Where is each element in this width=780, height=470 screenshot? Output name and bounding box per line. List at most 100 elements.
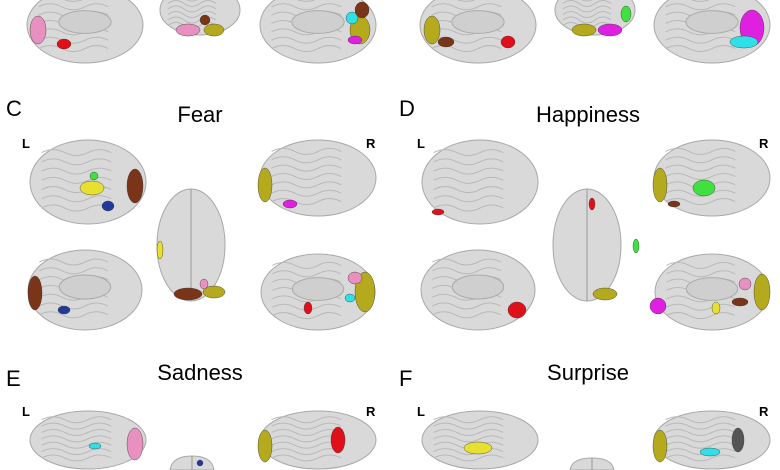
sulcus-line [271,435,342,443]
sulcus-line [432,267,502,275]
sulcus-line [433,158,504,166]
activation-region [101,200,115,212]
panel-title: Happiness [536,102,640,127]
activation-region [729,35,759,49]
sulcus-line [665,416,736,424]
panel-d: D Happiness L R [393,96,780,356]
activation-region [571,23,597,37]
activation-region [699,447,721,457]
sulcus-line [271,422,342,430]
activation-region [29,15,47,45]
activation-region [89,171,99,181]
activation-region [175,23,201,37]
sulcus-line [432,311,502,319]
activation-region [196,459,204,467]
activation-region [203,23,225,37]
sulcus-line [562,5,612,13]
activation-region [345,11,359,25]
activation-region [344,293,356,303]
sulcus-line [433,454,504,462]
sulcus-line [271,147,342,155]
sulcus-line [271,45,342,53]
sulcus-line [41,435,112,443]
sulcus-line [433,416,504,424]
right-hemisphere-label: R [366,136,376,151]
medial-wall [451,10,505,34]
activation-region [27,275,43,311]
sulcus-line [272,312,342,320]
sulcus-line [665,3,736,11]
activation-region [652,167,668,203]
sulcus-line [457,0,476,2]
activation-region [330,426,346,454]
sulcus-line [38,36,109,44]
panel-title: Sadness [157,360,243,385]
sulcus-line [271,428,342,436]
panel-title: Fear [177,102,223,127]
panel-letter: F [399,366,413,391]
sulcus-line [665,36,736,44]
panel-title: Surprise [547,360,629,385]
activation-region [354,1,370,19]
sulcus-line [666,303,736,311]
panel-f: F Surprise L R [393,358,780,470]
activation-region [431,208,445,216]
sulcus-line [38,3,109,11]
sulcus-line [665,448,736,456]
left-hemisphere-label: L [417,404,425,419]
sulcus-line [665,147,736,155]
activation-region [199,14,211,26]
sulcus-line [665,441,736,449]
sulcus-line [41,167,112,175]
activation-region [88,442,102,450]
sulcus-line [431,3,502,11]
sulcus-line [665,422,736,430]
sulcus-line [432,258,502,266]
sulcus-line [41,195,112,203]
sulcus-line [433,149,504,157]
activation-region [173,287,203,301]
sulcus-line [167,0,217,7]
activation-region [79,180,105,196]
sulcus-line [186,0,198,2]
activation-region [57,305,71,315]
sulcus-line [167,5,217,13]
brain-hemisphere [29,410,147,470]
activation-region [437,36,455,48]
activation-region [423,15,441,45]
panel-letter: C [6,96,22,121]
activation-region [731,427,745,453]
activation-region [463,441,493,455]
activation-region [507,301,527,319]
sulcus-line [581,0,593,2]
activation-region [592,287,618,301]
activation-region [303,301,313,315]
sulcus-line [41,454,112,462]
activation-region [126,168,144,204]
sulcus-line [271,36,342,44]
sulcus-line [433,428,504,436]
left-hemisphere-label: L [417,136,425,151]
activation-region [588,197,596,211]
sulcus-line [271,181,342,189]
panel-letter: E [6,366,21,391]
activation-region [257,429,273,463]
sulcus-line [433,186,504,194]
sulcus-line [665,164,736,172]
sulcus-line [41,422,112,430]
sulcus-line [39,267,109,275]
sulcus-line [433,204,504,212]
sulcus-line [666,312,736,320]
sulcus-line [432,302,502,310]
activation-region [126,427,144,461]
sulcus-line [665,189,736,197]
sulcus-line [665,45,736,53]
sulcus-line [41,158,112,166]
sulcus-line [562,16,612,24]
activation-region [282,199,298,209]
sulcus-line [666,261,736,269]
sulcus-line [666,270,736,278]
brain-hemisphere [421,410,539,470]
activation-region [156,240,164,260]
